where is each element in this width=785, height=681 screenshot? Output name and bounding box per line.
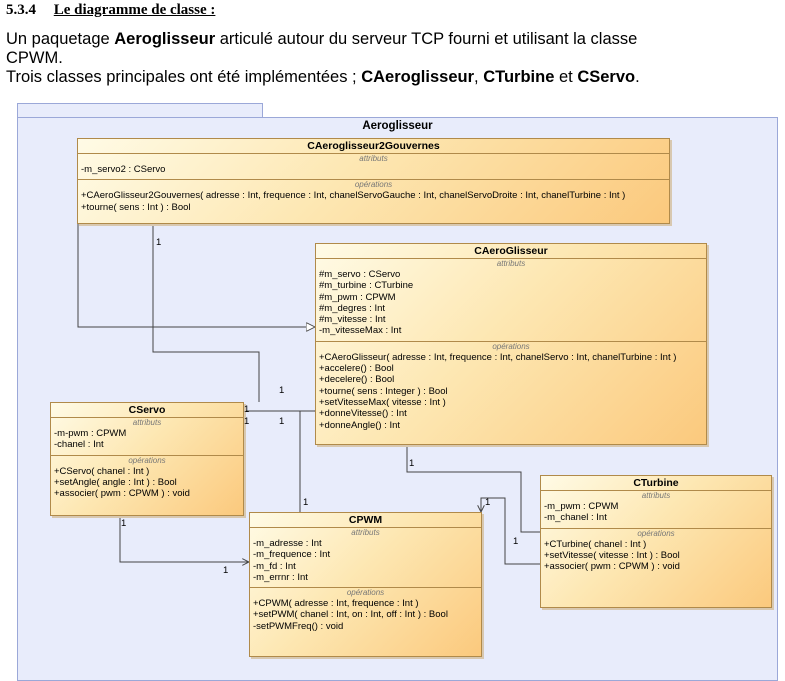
attribute: #m_turbine : CTurbine [319,280,414,292]
class-cpwm[interactable]: CPWM attributs -m_adresse : Int -m_frequ… [249,512,482,657]
operation: +associer( pwm : CPWM ) : void [54,488,190,500]
operation: +donneVitesse() : Int [319,408,407,420]
association-line-turbine-pwm [481,497,540,565]
operation: +setVitesse( vitesse : Int ) : Bool [544,549,680,561]
package-tab [17,103,263,119]
attribute: -chanel : Int [54,439,104,451]
multiplicity-label: 1 [303,497,309,508]
intro-text-part: Trois classes principales ont été implém… [6,68,362,86]
generalization-line [77,195,315,327]
intro-text-part: et [554,68,578,86]
multiplicity-label: 1 [156,237,162,248]
operations-caption: opérations [354,180,393,190]
operations-section: opérations +CAeroGlisseur2Gouvernes( adr… [78,179,669,213]
intro-text: Un paquetage Aeroglisseur articulé autou… [6,30,776,87]
attribute: -m_frequence : Int [253,549,331,561]
attribute: -m_adresse : Int [253,538,322,549]
attributes-section: attributs #m_servo : CServo #m_turbine :… [316,259,706,341]
attributes-section: attributs -m_servo2 : CServo [78,154,669,179]
attribute: -m_vitesseMax : Int [319,325,402,337]
operations-caption: opérations [492,341,530,351]
package-name: Aeroglisseur [362,120,433,132]
class-caeroglisseur2gouvernes[interactable]: CAeroglisseur2Gouvernes attributs -m_ser… [77,138,670,224]
operation: +CPWM( adresse : Int, frequence : Int ) [253,598,419,610]
operations-caption: opérations [346,588,385,598]
operations-section: opérations +CServo( chanel : Int ) +setA… [51,454,243,500]
multiplicity-label: 1 [409,458,415,469]
attribute: -m-pwm : CPWM [54,428,127,439]
attributes-caption: attributs [132,418,162,427]
operation: +accelere() : Bool [319,363,394,375]
multiplicity-label: 1 [244,416,250,427]
attributes-caption: attributs [496,259,526,268]
section-header: 5.3.4 Le diagramme de classe : [6,2,215,19]
operation: +CServo( chanel : Int ) [54,465,150,477]
operation: +setPWM( chanel : Int, on : Int, off : I… [253,609,448,621]
attribute: #m_pwm : CPWM [319,291,396,303]
class-name: CPWM [250,513,481,528]
class-name: CServo [51,403,243,418]
operations-section: opérations +CTurbine( chanel : Int ) +se… [541,527,771,573]
class-cservo[interactable]: CServo attributs -m-pwm : CPWM -chanel :… [50,402,244,516]
operations-caption: opérations [637,528,675,538]
intro-bold-caeroglisseur: CAeroglisseur [361,68,475,86]
intro-text-part: . [635,68,640,86]
operations-caption: opérations [128,455,166,465]
attribute: -m_fd : Int [253,560,296,572]
operation: +tourne( sens : Integer ) : Bool [319,385,448,397]
multiplicity-label: 1 [121,518,127,529]
operation: +tourne( sens : Int ) : Bool [81,201,191,213]
intro-line-2: CPWM. [6,49,63,67]
class-cturbine[interactable]: CTurbine attributs -m_pwm : CPWM -m_chan… [540,475,772,608]
operation: -setPWMFreq() : void [253,620,344,632]
multiplicity-label: 1 [279,416,285,427]
attribute: -m_errnr : Int [253,571,308,583]
attributes-caption: attributs [641,491,671,500]
operation: +setAngle( angle : Int ) : Bool [54,476,177,488]
intro-bold-cservo: CServo [577,68,636,86]
multiplicity-label: 1 [279,385,285,396]
attribute: -m_servo2 : CServo [81,164,166,175]
class-name: CTurbine [541,476,771,491]
operation: +setVitesseMax( vitesse : Int ) [319,396,446,408]
operation: +associer( pwm : CPWM ) : void [544,561,680,573]
attribute: #m_degres : Int [319,302,386,314]
operation: +CTurbine( chanel : Int ) [544,538,647,550]
attributes-section: attributs -m_adresse : Int -m_frequence … [250,528,481,587]
class-name: CAeroGlisseur [316,244,706,259]
attributes-caption: attributs [351,528,380,537]
operations-section: opérations +CPWM( adresse : Int, frequen… [250,587,481,632]
intro-text-part: articulé autour du serveur TCP fourni et… [215,30,638,48]
class-caeroglisseur[interactable]: CAeroGlisseur attributs #m_servo : CServ… [315,243,707,445]
attributes-caption: attributs [359,154,388,163]
operation: +decelere() : Bool [319,374,395,386]
attribute: -m_chanel : Int [544,512,607,524]
composition-line-aero-pwm [299,407,325,512]
class-name: CAeroglisseur2Gouvernes [78,139,669,154]
intro-bold-cturbine: CTurbine [483,68,555,86]
multiplicity-label: 1 [513,536,519,547]
composition-line-aero-turbine [403,434,540,533]
multiplicity-label: 1 [244,404,250,415]
section-number: 5.3.4 [6,2,36,18]
operation: +CAeroGlisseur( adresse : Int, frequence… [319,351,677,363]
operation: +CAeroGlisseur2Gouvernes( adresse : Int,… [81,190,626,202]
intro-text-part: Un paquetage [6,30,115,48]
association-line-servo-pwm [119,515,249,562]
attributes-section: attributs -m-pwm : CPWM -chanel : Int [51,418,243,455]
attribute: #m_vitesse : Int [319,314,386,326]
attribute: #m_servo : CServo [319,269,401,280]
composition-line-gouvernes-servo [149,215,260,402]
operation: +donneAngle() : Int [319,419,401,431]
intro-text-part: , [474,68,484,86]
multiplicity-label: 1 [485,497,491,508]
operations-section: opérations +CAeroGlisseur( adresse : Int… [316,340,706,431]
attribute: -m_pwm : CPWM [544,501,619,512]
multiplicity-label: 1 [223,565,229,576]
intro-bold-aeroglisseur: Aeroglisseur [114,30,216,48]
section-title: Le diagramme de classe : [53,2,216,18]
attributes-section: attributs -m_pwm : CPWM -m_chanel : Int [541,491,771,528]
